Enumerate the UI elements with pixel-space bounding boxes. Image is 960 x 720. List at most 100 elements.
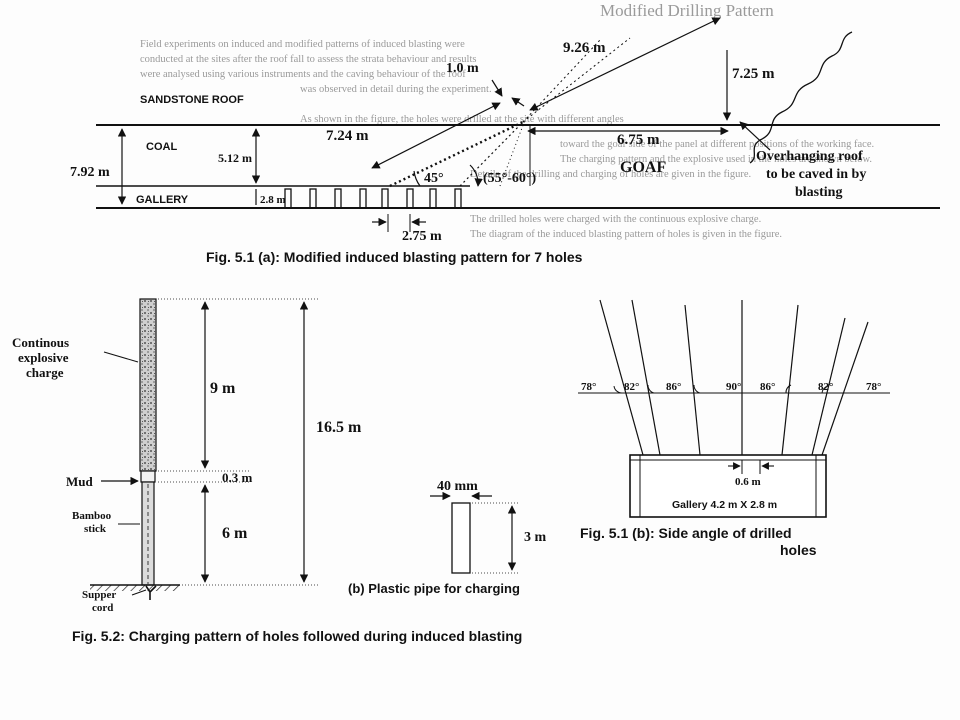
gallery-section (629, 454, 827, 518)
drill-hole (309, 188, 317, 209)
supper-cord (145, 585, 157, 600)
plastic-pipe (451, 502, 471, 574)
overhanging-roof-outline (749, 31, 853, 164)
explosive-label: explosive (18, 350, 69, 365)
bg-line: Details of the drilling and charging of … (470, 169, 751, 180)
supper-leader (131, 589, 147, 596)
dim-total-height: 7.92 m (70, 165, 110, 180)
coal-label: COAL (146, 141, 177, 153)
fig-b-caption: Fig. 5.1 (b): Side angle of drilled (580, 525, 792, 541)
bg-line: The charging pattern and the explosive u… (560, 154, 872, 165)
dim-long-hole-line (529, 17, 721, 111)
overhang-note: blasting (795, 185, 842, 200)
overhang-pointer (739, 121, 771, 151)
dim-coal-height: 5.12 m (218, 151, 252, 165)
drill-hole (454, 188, 462, 209)
goaf-label: GOAF (620, 159, 666, 176)
hole-line (821, 321, 869, 456)
angle-label: 78° (866, 381, 881, 393)
drill-hole (406, 188, 414, 209)
supper-label: cord (92, 602, 113, 614)
dim-charge: 9 m (210, 380, 236, 397)
fig-b-caption: holes (780, 542, 817, 558)
dim-spacing: 0.6 m (735, 476, 761, 488)
drill-holes (284, 188, 462, 209)
bamboo-label: Bamboo (72, 510, 112, 522)
roof-label: SANDSTONE ROOF (140, 94, 244, 106)
drill-hole (359, 188, 367, 209)
angle-label: 78° (581, 381, 596, 393)
hole-line (631, 299, 661, 456)
fig-5-2-caption: Fig. 5.2: Charging pattern of holes foll… (72, 628, 522, 644)
dim-top-spacing: 1.0 m (446, 61, 479, 76)
hole-line (684, 304, 701, 456)
ground-hatch (90, 585, 180, 591)
dim-short-hole: 7.24 m (326, 128, 369, 144)
angle-label: 86° (760, 381, 775, 393)
explosive-leader (103, 351, 139, 363)
bamboo-label: stick (84, 523, 107, 535)
gallery-dimension-label: Gallery 4.2 m X 2.8 m (672, 499, 777, 511)
dim-short-hole-line (371, 102, 501, 169)
bg-line: conducted at the sites after the roof fa… (140, 54, 476, 65)
angle-arc (785, 384, 792, 394)
dim-top-arrow (491, 79, 503, 97)
fig-b-labels: 78° 82° 86° 90° 86° 82° 78° 0.6 m Galler… (580, 381, 881, 558)
fig-charging-pattern (90, 298, 520, 600)
angle-45-arc (413, 170, 421, 187)
mud-plug (140, 470, 156, 483)
bg-line: Field experiments on induced and modifie… (140, 39, 465, 50)
bg-line: As shown in the figure, the holes were d… (300, 114, 624, 125)
hole-line (781, 304, 799, 456)
overhang-note: to be caved in by (766, 167, 866, 182)
angle-label: 86° (666, 381, 681, 393)
explosive-label: Continous (12, 335, 69, 350)
angle-label: 82° (818, 381, 833, 393)
drill-hole (381, 188, 389, 209)
drill-hole (334, 188, 342, 209)
dim-total: 16.5 m (316, 419, 362, 436)
overhang-note: Overhanging roof (756, 149, 863, 164)
pipe-length: 3 m (524, 530, 547, 545)
angle-45: 45° (424, 171, 444, 186)
bg-line: were analysed using various instruments … (140, 69, 466, 80)
angle-arc (613, 385, 623, 394)
fig-b-side-angles (578, 299, 890, 518)
dim-horizontal: 6.75 m (617, 132, 660, 148)
angle-label: 90° (726, 381, 741, 393)
fig-a-labels: SANDSTONE ROOF COAL GALLERY GOAF 7.92 m … (70, 40, 866, 265)
dim-vertical: 7.25 m (732, 66, 775, 82)
dim-stick: 6 m (222, 525, 248, 542)
pipe-width: 40 mm (437, 479, 478, 494)
drill-hole (429, 188, 437, 209)
drill-hole (284, 188, 292, 209)
angle-label: 82° (624, 381, 639, 393)
explosive-charge-column (139, 298, 157, 472)
bg-line: was observed in detail during the experi… (300, 84, 492, 95)
background-text: Modified Drilling Pattern Field experime… (140, 1, 874, 240)
dim-mud: 0.3 m (222, 470, 253, 485)
supper-label: Supper (82, 589, 116, 601)
mud-label: Mud (66, 474, 94, 489)
bg-heading: Modified Drilling Pattern (600, 1, 774, 20)
dim-top-arrow (511, 97, 525, 107)
explosive-label: charge (26, 365, 64, 380)
angle-range: (55°-60°) (483, 171, 537, 186)
angle-arc (693, 384, 701, 394)
fig-a-caption: Fig. 5.1 (a): Modified induced blasting … (206, 249, 583, 265)
bg-line: The drilled holes were charged with the … (470, 214, 761, 225)
angle-arc (647, 384, 655, 394)
hole-line (811, 317, 846, 456)
dim-hole-spacing: 2.75 m (402, 229, 442, 244)
pipe-caption: (b) Plastic pipe for charging (348, 581, 520, 596)
angle-range-arc (469, 164, 483, 187)
dim-long-hole: 9.26 m (563, 40, 606, 56)
hole-line (599, 299, 644, 456)
dim-gallery-height: 2.8 m (260, 194, 286, 206)
fig-charging-labels: Continous explosive charge Mud Bamboo st… (12, 335, 547, 644)
bg-line: toward the goaf side of the panel at dif… (560, 139, 874, 150)
bg-line: The diagram of the induced blasting patt… (470, 229, 782, 240)
gallery-label: GALLERY (136, 194, 189, 206)
